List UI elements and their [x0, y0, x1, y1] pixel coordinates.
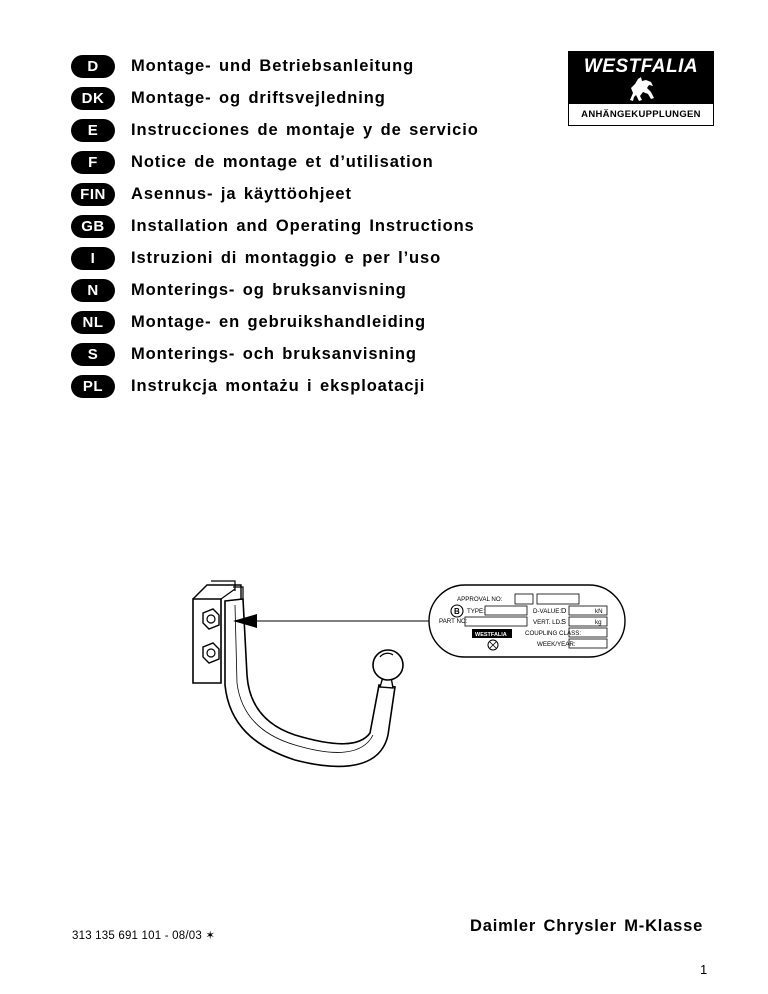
plate-kg: kg	[595, 619, 602, 626]
plate-dvalue-label: D-VALUE:	[533, 608, 561, 615]
language-badge: N	[71, 278, 115, 302]
language-row-f: F Notice de montage et d’utilisation	[71, 146, 479, 178]
language-badge: FIN	[71, 182, 115, 206]
vehicle-model: Daimler Chrysler M-Klasse	[470, 917, 704, 935]
language-title: Asennus- ja käyttöohjeet	[131, 184, 352, 203]
language-badge: GB	[71, 214, 115, 238]
plate-coupling-label: COUPLING CLASS:	[525, 630, 581, 637]
plate-type-label: TYPE:	[467, 608, 485, 615]
language-title: Monterings- og bruksanvisning	[131, 280, 407, 299]
language-title: Istruzioni di montaggio e per l’uso	[131, 248, 442, 267]
language-row-e: E Instrucciones de montaje y de servicio	[71, 114, 479, 146]
document-code: 313 135 691 101 - 08/03 ✶	[72, 930, 216, 942]
logo-banner: WESTFALIA	[569, 52, 713, 104]
plate-part-label: PART NO:	[439, 618, 468, 625]
language-badge: S	[71, 342, 115, 366]
westfalia-logo: WESTFALIA ANHÄNGEKUPPLUNGEN	[568, 51, 714, 126]
tow-ball	[372, 649, 404, 689]
language-row-fin: FIN Asennus- ja käyttöohjeet	[71, 178, 479, 210]
language-badge: E	[71, 118, 115, 142]
language-row-pl: PL Instrukcja montażu i eksploatacji	[71, 370, 479, 402]
page-number: 1	[700, 962, 708, 977]
language-title: Installation and Operating Instructions	[131, 216, 475, 235]
language-badge: F	[71, 150, 115, 174]
language-row-gb: GB Installation and Operating Instructio…	[71, 210, 479, 242]
language-row-nl: NL Montage- en gebruikshandleiding	[71, 306, 479, 338]
tow-hitch-illustration: APPROVAL NO: B TYPE: PART NO: D-VALUE: D…	[192, 580, 626, 768]
language-title: Monterings- och bruksanvisning	[131, 344, 417, 363]
language-badge: I	[71, 246, 115, 270]
language-badge: NL	[71, 310, 115, 334]
language-row-s: S Monterings- och bruksanvisning	[71, 338, 479, 370]
plate-mark: B	[454, 607, 460, 616]
language-title: Instrukcja montażu i eksploatacji	[131, 376, 426, 395]
hitch-arm	[224, 598, 396, 768]
language-row-de: D Montage- und Betriebsanleitung	[71, 50, 479, 82]
plate-d: D	[561, 606, 567, 615]
language-row-n: N Monterings- og bruksanvisning	[71, 274, 479, 306]
plate-vert-label: VERT. LD.:	[533, 619, 564, 626]
bolt-icon	[202, 642, 220, 664]
type-plate: APPROVAL NO: B TYPE: PART NO: D-VALUE: D…	[428, 584, 626, 658]
language-title: Instrucciones de montaje y de servicio	[131, 120, 479, 139]
language-row-i: I Istruzioni di montaggio e per l’uso	[71, 242, 479, 274]
horse-icon	[630, 77, 654, 101]
plate-kn: kN	[595, 608, 603, 615]
language-title: Montage- und Betriebsanleitung	[131, 56, 415, 75]
language-title: Montage- en gebruikshandleiding	[131, 312, 426, 331]
logo-brand: WESTFALIA	[583, 56, 699, 77]
plate-s: S	[561, 617, 566, 626]
language-row-dk: DK Montage- og driftsvejledning	[71, 82, 479, 114]
language-title: Montage- og driftsvejledning	[131, 88, 386, 107]
logo-tagline: ANHÄNGEKUPPLUNGEN	[581, 109, 701, 120]
bolt-icon	[202, 608, 220, 630]
language-title: Notice de montage et d’utilisation	[131, 152, 434, 171]
language-badge: PL	[71, 374, 115, 398]
language-list: D Montage- und Betriebsanleitung DK Mont…	[71, 50, 479, 402]
plate-approval-label: APPROVAL NO:	[457, 596, 503, 603]
language-badge: D	[71, 54, 115, 78]
plate-week-label: WEEK/YEAR:	[537, 641, 576, 648]
language-badge: DK	[71, 86, 115, 110]
plate-brand: WESTFALIA	[475, 632, 507, 638]
arrow-icon	[233, 614, 257, 628]
